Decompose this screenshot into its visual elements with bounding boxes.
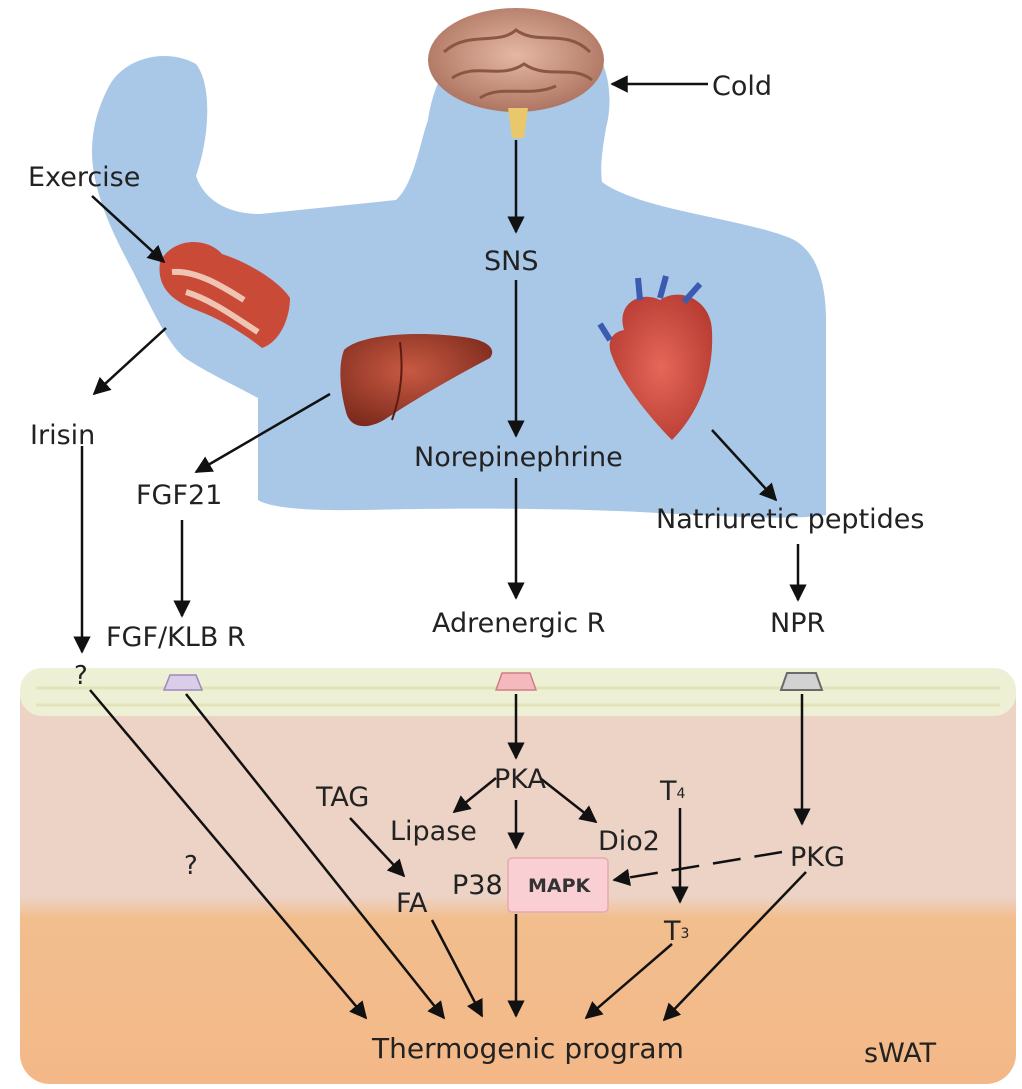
mapk-label: MAPK	[528, 875, 592, 897]
fgf-klb-receptor	[164, 675, 202, 690]
dio2-label: Dio2	[598, 826, 660, 857]
cold-label: Cold	[712, 71, 772, 102]
npr-label: NPR	[770, 608, 825, 639]
swat-label: sWAT	[864, 1038, 937, 1069]
pka-label: PKA	[494, 764, 547, 795]
exercise-label: Exercise	[28, 162, 140, 193]
thermogenic-label: Thermogenic program	[371, 1032, 684, 1065]
pkg-label: PKG	[790, 842, 845, 873]
fgf-klb-receptor-label: FGF/KLB R	[106, 622, 246, 653]
p38-label: P38	[452, 870, 503, 901]
tag-label: TAG	[315, 782, 369, 813]
lipase-label: Lipase	[390, 816, 477, 847]
sns-label: SNS	[484, 246, 538, 277]
norepinephrine-label: Norepinephrine	[414, 442, 623, 473]
unknown-path-label: ?	[184, 851, 198, 881]
adrenergic-receptor	[496, 673, 536, 690]
irisin-label: Irisin	[30, 420, 95, 451]
npr-receptor	[781, 673, 822, 690]
arrow-muscle-irisin	[94, 328, 166, 394]
natriuretic-label: Natriuretic peptides	[656, 504, 924, 535]
unknown-receptor-label: ?	[74, 661, 88, 691]
fgf21-label: FGF21	[136, 480, 222, 511]
fa-label: FA	[396, 888, 428, 919]
adrenergic-receptor-label: Adrenergic R	[432, 608, 605, 639]
